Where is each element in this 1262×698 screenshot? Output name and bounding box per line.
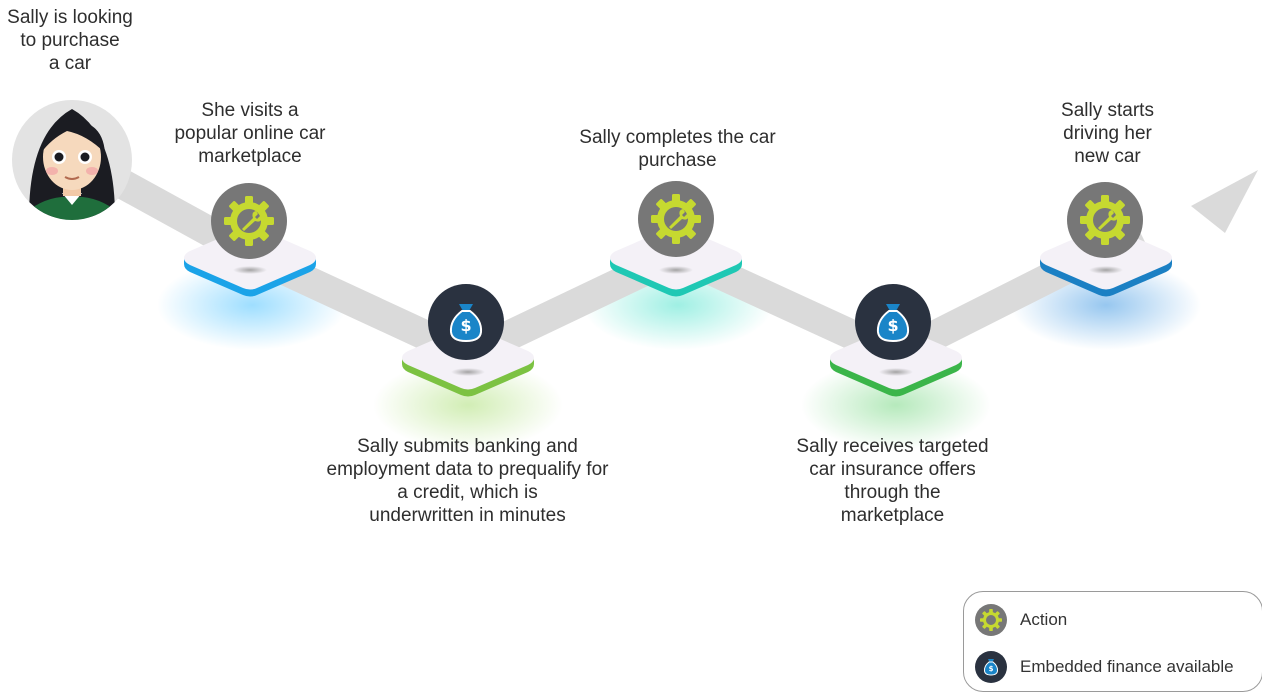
- step-5-label: Sally starts driving her new car: [1061, 100, 1154, 167]
- glow-step-4: [801, 360, 991, 450]
- legend-row-action: Action: [974, 603, 1067, 637]
- intro-label: Sally is looking to purchase a car: [7, 7, 133, 74]
- action-gear-icon: [638, 181, 714, 257]
- step-3-label: Sally completes the car purchase: [579, 127, 776, 171]
- action-gear-icon: [975, 604, 1007, 636]
- glow-step-2: [373, 360, 563, 450]
- tile-shadow: [659, 266, 693, 274]
- svg-text:$: $: [460, 316, 471, 335]
- tile-shadow: [451, 368, 485, 376]
- svg-text:$: $: [887, 316, 898, 335]
- sally-avatar: [7, 95, 137, 225]
- tile-shadow: [879, 368, 913, 376]
- money-bag-icon: $: [975, 651, 1007, 683]
- money-bag-icon: $: [428, 284, 504, 360]
- step-4-label: Sally receives targeted car insurance of…: [796, 436, 989, 526]
- tile-shadow: [1089, 266, 1123, 274]
- action-gear-icon: [1067, 182, 1143, 258]
- step-5-tile: [1040, 226, 1172, 297]
- money-bag-icon: $: [855, 284, 931, 360]
- step-3-tile: [610, 226, 742, 297]
- svg-text:$: $: [989, 665, 994, 673]
- journey-arrowhead: [1191, 170, 1258, 233]
- legend: Action $ Embedded finance available: [963, 591, 1262, 692]
- legend-action-label: Action: [1020, 610, 1068, 629]
- legend-finance-label: Embedded finance available: [1020, 657, 1234, 676]
- step-1-label: She visits a popular online car marketpl…: [174, 100, 326, 167]
- tile-shadow: [233, 266, 267, 274]
- legend-row-finance: $ Embedded finance available: [974, 650, 1234, 684]
- action-gear-icon: [211, 183, 287, 259]
- step-2-label: Sally submits banking and employment dat…: [326, 436, 609, 526]
